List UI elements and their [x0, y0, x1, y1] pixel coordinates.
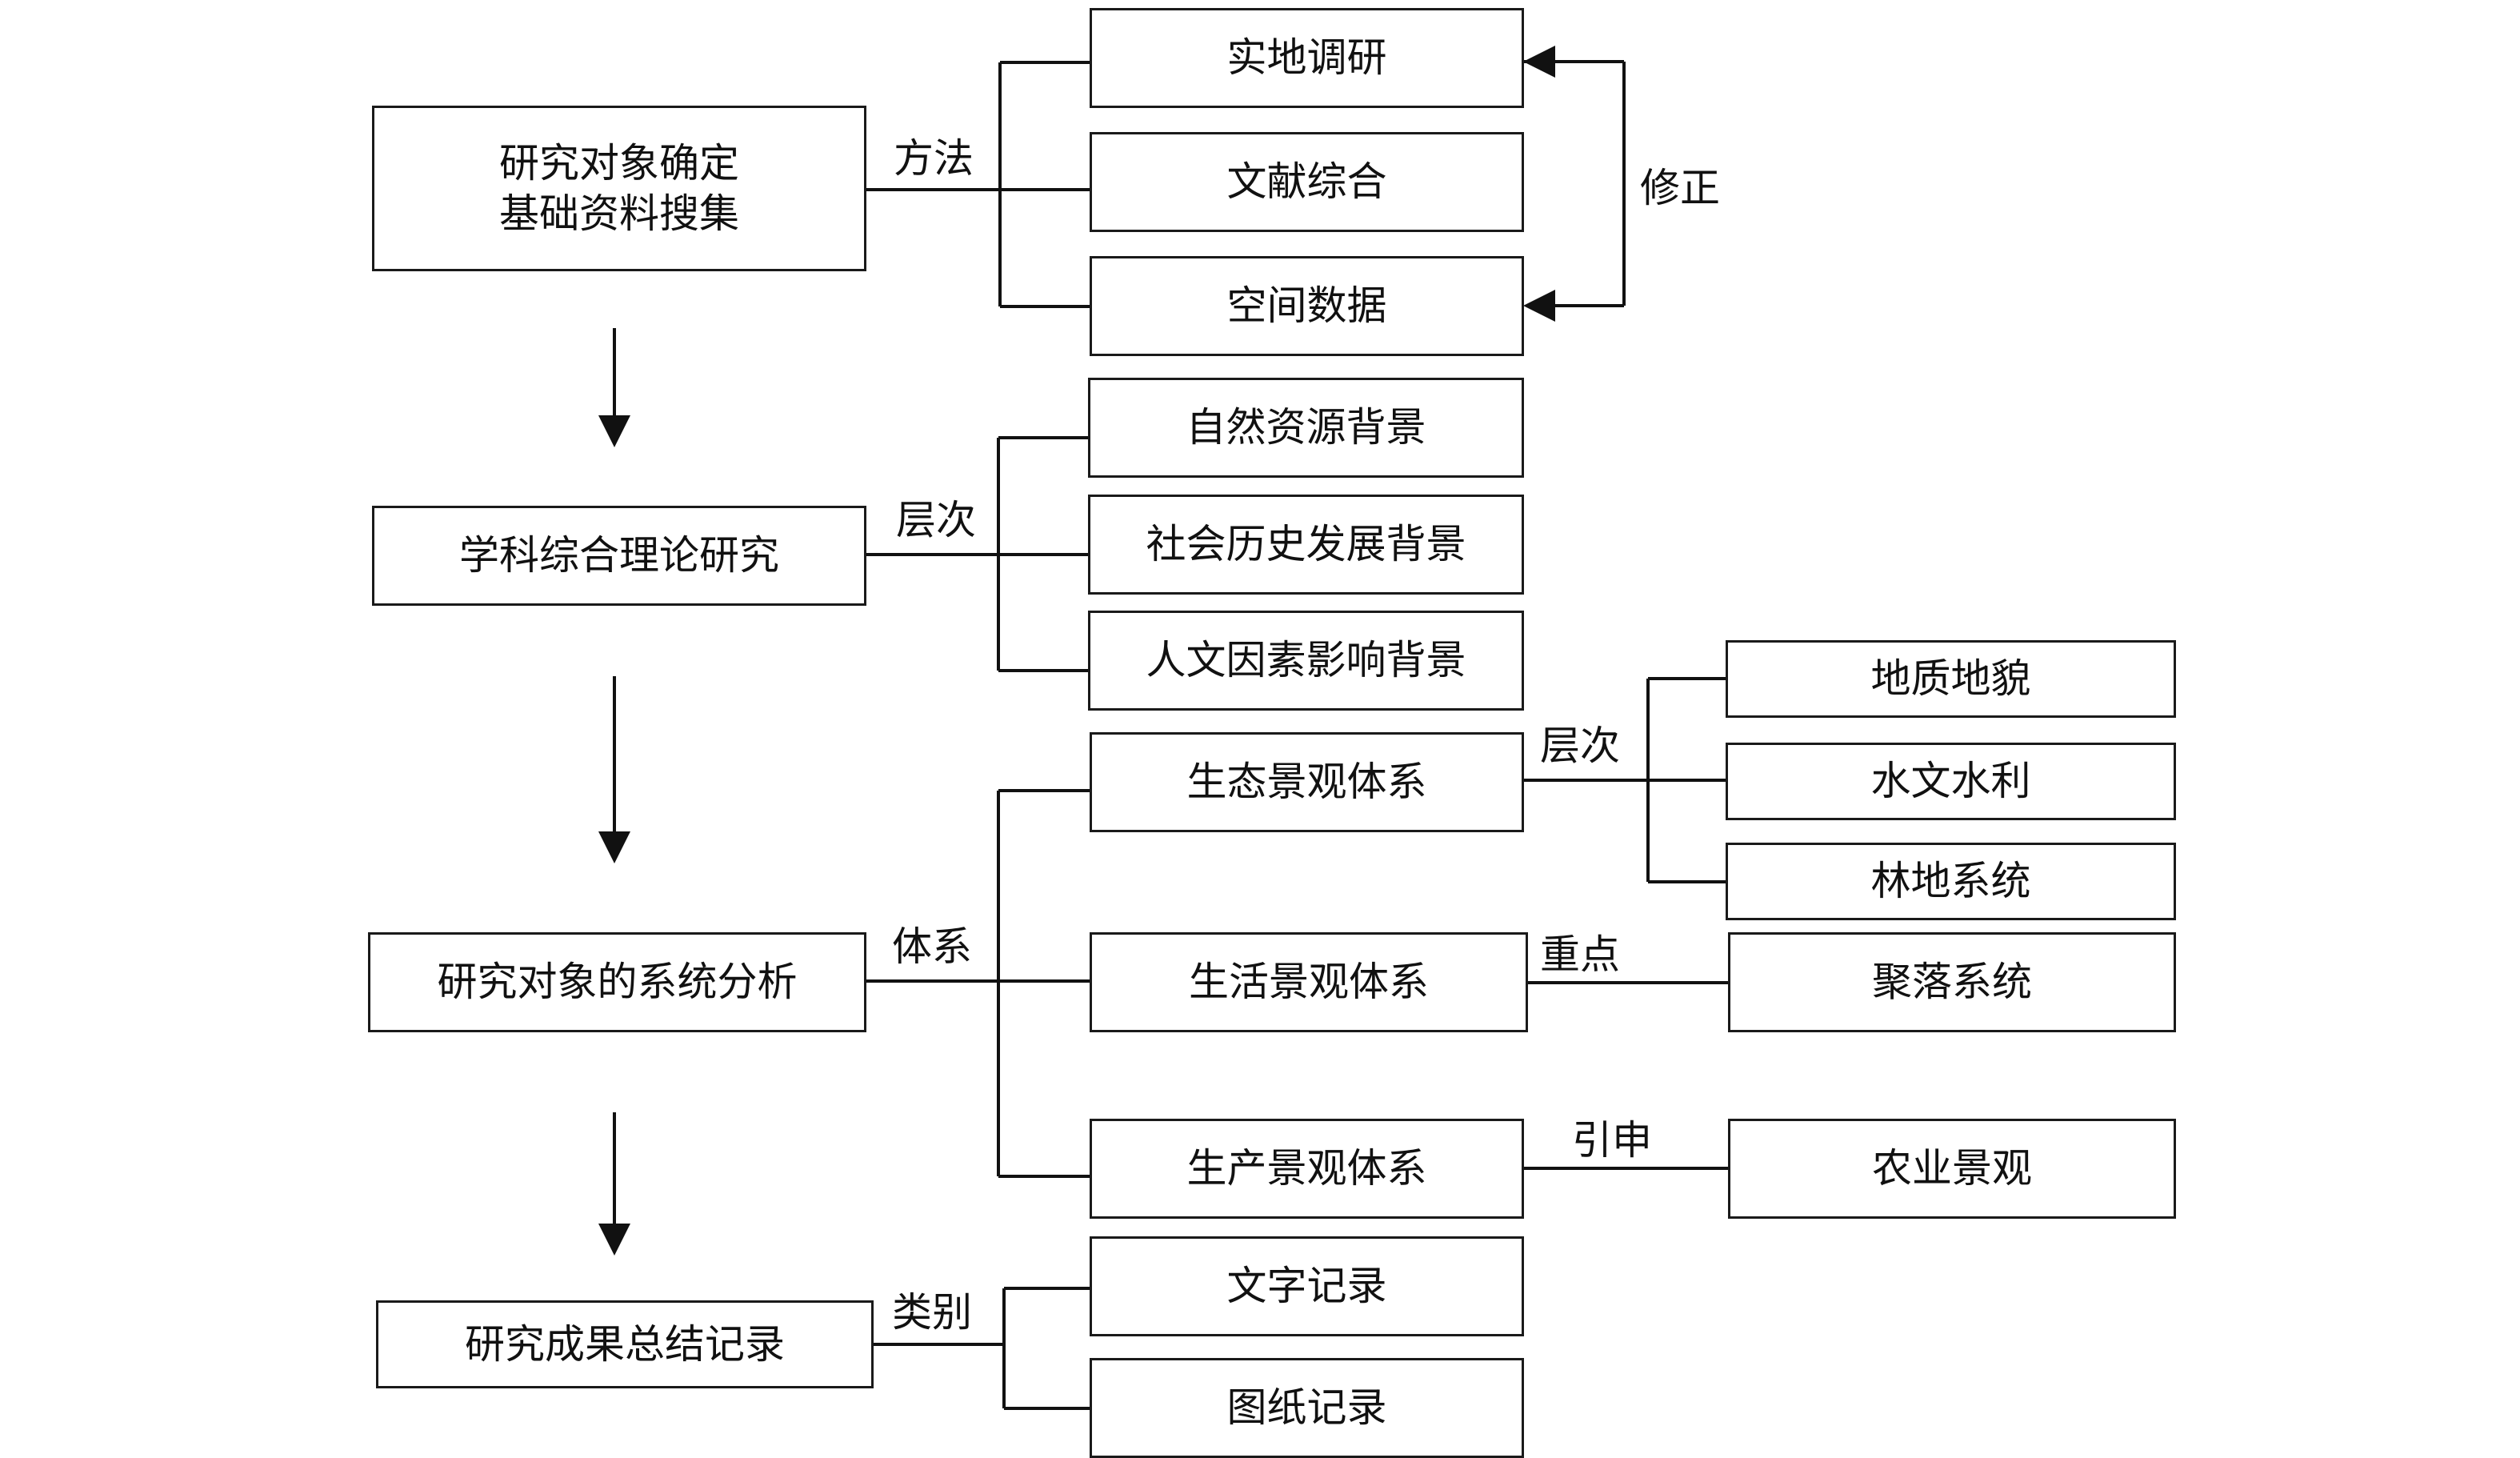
- eco-item-hydrology-label: 水文水利: [1870, 758, 2031, 805]
- record-drawings: 图纸记录: [1090, 1358, 1524, 1458]
- living-item-settlement-label: 聚落系统: [1872, 959, 2032, 1006]
- production-item-agriculture-label: 农业景观: [1872, 1145, 2032, 1192]
- method-literature: 文献综合: [1090, 132, 1524, 232]
- background-social-label: 社会历史发展背景: [1146, 521, 1466, 568]
- eco-item-geology: 地质地貌: [1726, 640, 2176, 718]
- step-summary-label: 研究成果总结记录: [465, 1320, 785, 1368]
- eco-item-forest: 林地系统: [1726, 843, 2176, 920]
- step-theory-box: 学科综合理论研究: [372, 506, 866, 606]
- record-text: 文字记录: [1090, 1236, 1524, 1336]
- living-item-settlement: 聚落系统: [1728, 932, 2176, 1032]
- background-natural: 自然资源背景: [1088, 378, 1524, 478]
- method-field-survey-label: 实地调研: [1226, 34, 1387, 82]
- method-spatial-data: 空间数据: [1090, 256, 1524, 356]
- label-methods: 方法: [894, 135, 974, 182]
- step-analysis-label: 研究对象的系统分析: [437, 959, 798, 1006]
- system-ecological: 生态景观体系: [1090, 732, 1524, 832]
- background-social: 社会历史发展背景: [1088, 495, 1524, 595]
- background-natural-label: 自然资源背景: [1186, 404, 1426, 451]
- system-living-label: 生活景观体系: [1189, 959, 1429, 1006]
- method-literature-label: 文献综合: [1226, 158, 1387, 206]
- system-production: 生产景观体系: [1090, 1119, 1524, 1219]
- label-ecological-levels: 层次: [1540, 723, 1620, 769]
- system-ecological-label: 生态景观体系: [1186, 759, 1427, 806]
- label-living-focus: 重点: [1540, 931, 1620, 978]
- background-humanities-label: 人文因素影响背景: [1146, 637, 1466, 684]
- step-research-object-line1: 研究对象确定: [499, 140, 739, 186]
- label-production-extension: 引申: [1572, 1117, 1652, 1164]
- label-levels: 层次: [896, 497, 976, 543]
- step-research-object-box: 研究对象确定 基础资料搜集: [372, 106, 866, 271]
- step-summary-box: 研究成果总结记录: [376, 1300, 874, 1388]
- label-revise: 修正: [1640, 165, 1720, 211]
- system-living: 生活景观体系: [1090, 932, 1528, 1032]
- record-drawings-label: 图纸记录: [1226, 1384, 1387, 1432]
- eco-item-geology-label: 地质地貌: [1870, 655, 2031, 703]
- record-text-label: 文字记录: [1226, 1263, 1387, 1310]
- production-item-agriculture: 农业景观: [1728, 1119, 2176, 1219]
- label-system: 体系: [892, 923, 972, 970]
- method-spatial-data-label: 空间数据: [1226, 282, 1387, 330]
- eco-item-hydrology: 水文水利: [1726, 743, 2176, 820]
- system-production-label: 生产景观体系: [1186, 1145, 1427, 1192]
- label-categories: 类别: [892, 1289, 972, 1336]
- background-humanities: 人文因素影响背景: [1088, 611, 1524, 711]
- step-theory-label: 学科综合理论研究: [459, 532, 779, 579]
- eco-item-forest-label: 林地系统: [1870, 858, 2031, 905]
- step-analysis-box: 研究对象的系统分析: [368, 932, 866, 1032]
- step-research-object-line2: 基础资料搜集: [499, 190, 739, 237]
- method-field-survey: 实地调研: [1090, 8, 1524, 108]
